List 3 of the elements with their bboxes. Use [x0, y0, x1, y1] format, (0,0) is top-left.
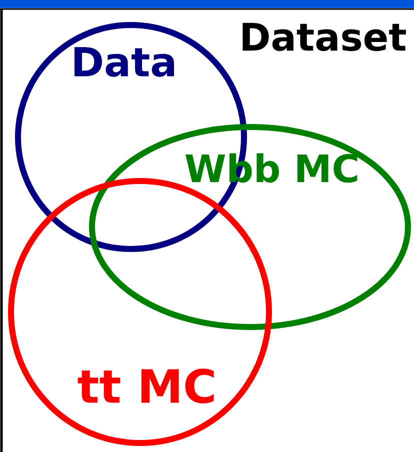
set-label: tt MC	[78, 368, 214, 404]
title: Dataset	[242, 22, 406, 52]
set-label: Data	[74, 47, 174, 77]
